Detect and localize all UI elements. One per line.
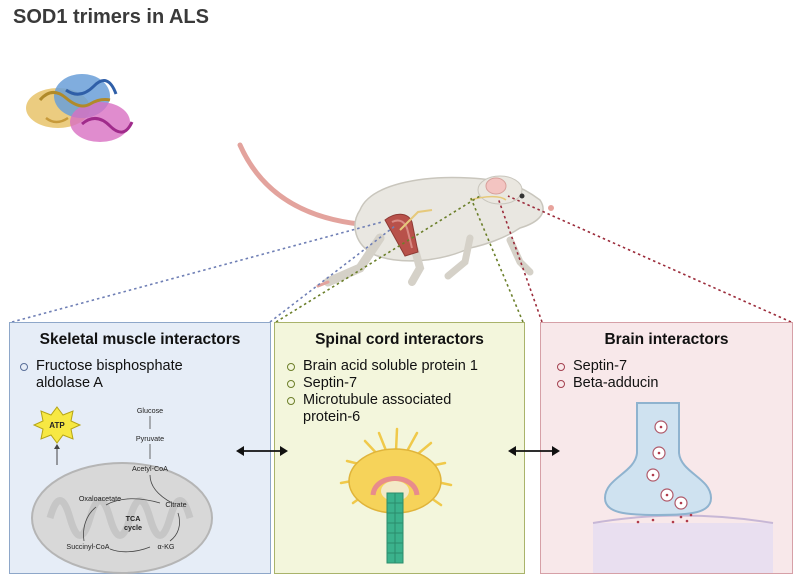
muscle-interactor-line-2: aldolase A	[36, 375, 103, 391]
bullet-icon	[287, 380, 295, 388]
panel-title-brain: Brain interactors	[604, 331, 729, 348]
mitochondria-tca-diagram: ATP Glucose Pyruvate Acetyl-CoA Citrate …	[31, 406, 213, 574]
connector-brain	[497, 195, 792, 323]
cycle-label: cycle	[124, 523, 142, 532]
double-arrow-icon	[508, 446, 560, 456]
succinyl-coa-label: Succinyl-CoA	[66, 542, 109, 551]
atp-label: ATP	[49, 421, 65, 430]
muscle-interactor-line-1: Fructose bisphosphate	[36, 358, 183, 374]
synapse-illustration	[592, 402, 774, 573]
acetyl-coa-label: Acetyl-CoA	[132, 464, 168, 473]
citrate-label: Citrate	[165, 500, 186, 509]
panel-title-spine: Spinal cord interactors	[315, 331, 484, 348]
bullet-icon	[557, 363, 565, 371]
tca-label: TCA	[126, 514, 141, 523]
alpha-kg-label: α-KG	[158, 542, 175, 551]
spine-interactor-3-line-1: Microtubule associated	[303, 392, 452, 408]
skeletal-muscle-panel: Skeletal muscle interactors Fructose bis…	[9, 322, 271, 574]
mitochondrion-icon	[31, 462, 213, 574]
atp-burst-icon: ATP	[32, 406, 82, 444]
brain-panel: Brain interactors Septin-7 Beta-adducin	[540, 322, 793, 574]
figure-title: SOD1 trimers in ALS	[13, 6, 209, 28]
glucose-label: Glucose	[137, 406, 163, 415]
bullet-icon	[287, 363, 295, 371]
sod1-protein-structure-icon	[26, 74, 134, 142]
bullet-icon	[20, 363, 28, 371]
connector-spine	[275, 195, 524, 323]
spine-interactor-2: Septin-7	[303, 375, 358, 391]
double-arrow-icon	[236, 446, 288, 456]
brain-interactor-1: Septin-7	[573, 358, 628, 374]
spinal-cord-panel: Spinal cord interactors Brain acid solub…	[274, 322, 525, 574]
bullet-icon	[557, 380, 565, 388]
oxaloacetate-label: Oxaloacetate	[79, 494, 121, 503]
connector-muscle	[11, 221, 396, 323]
panel-title-muscle: Skeletal muscle interactors	[39, 331, 241, 348]
pyruvate-label: Pyruvate	[136, 434, 164, 443]
neuron-icon	[339, 427, 453, 564]
brain-interactor-2: Beta-adducin	[573, 375, 659, 391]
motor-neuron-illustration	[339, 427, 453, 564]
spine-interactor-1: Brain acid soluble protein 1	[303, 358, 478, 374]
synapse-icon	[592, 402, 774, 573]
spine-interactor-3-line-2: protein-6	[303, 409, 361, 425]
rat-illustration	[237, 142, 554, 288]
bullet-icon	[287, 397, 295, 405]
